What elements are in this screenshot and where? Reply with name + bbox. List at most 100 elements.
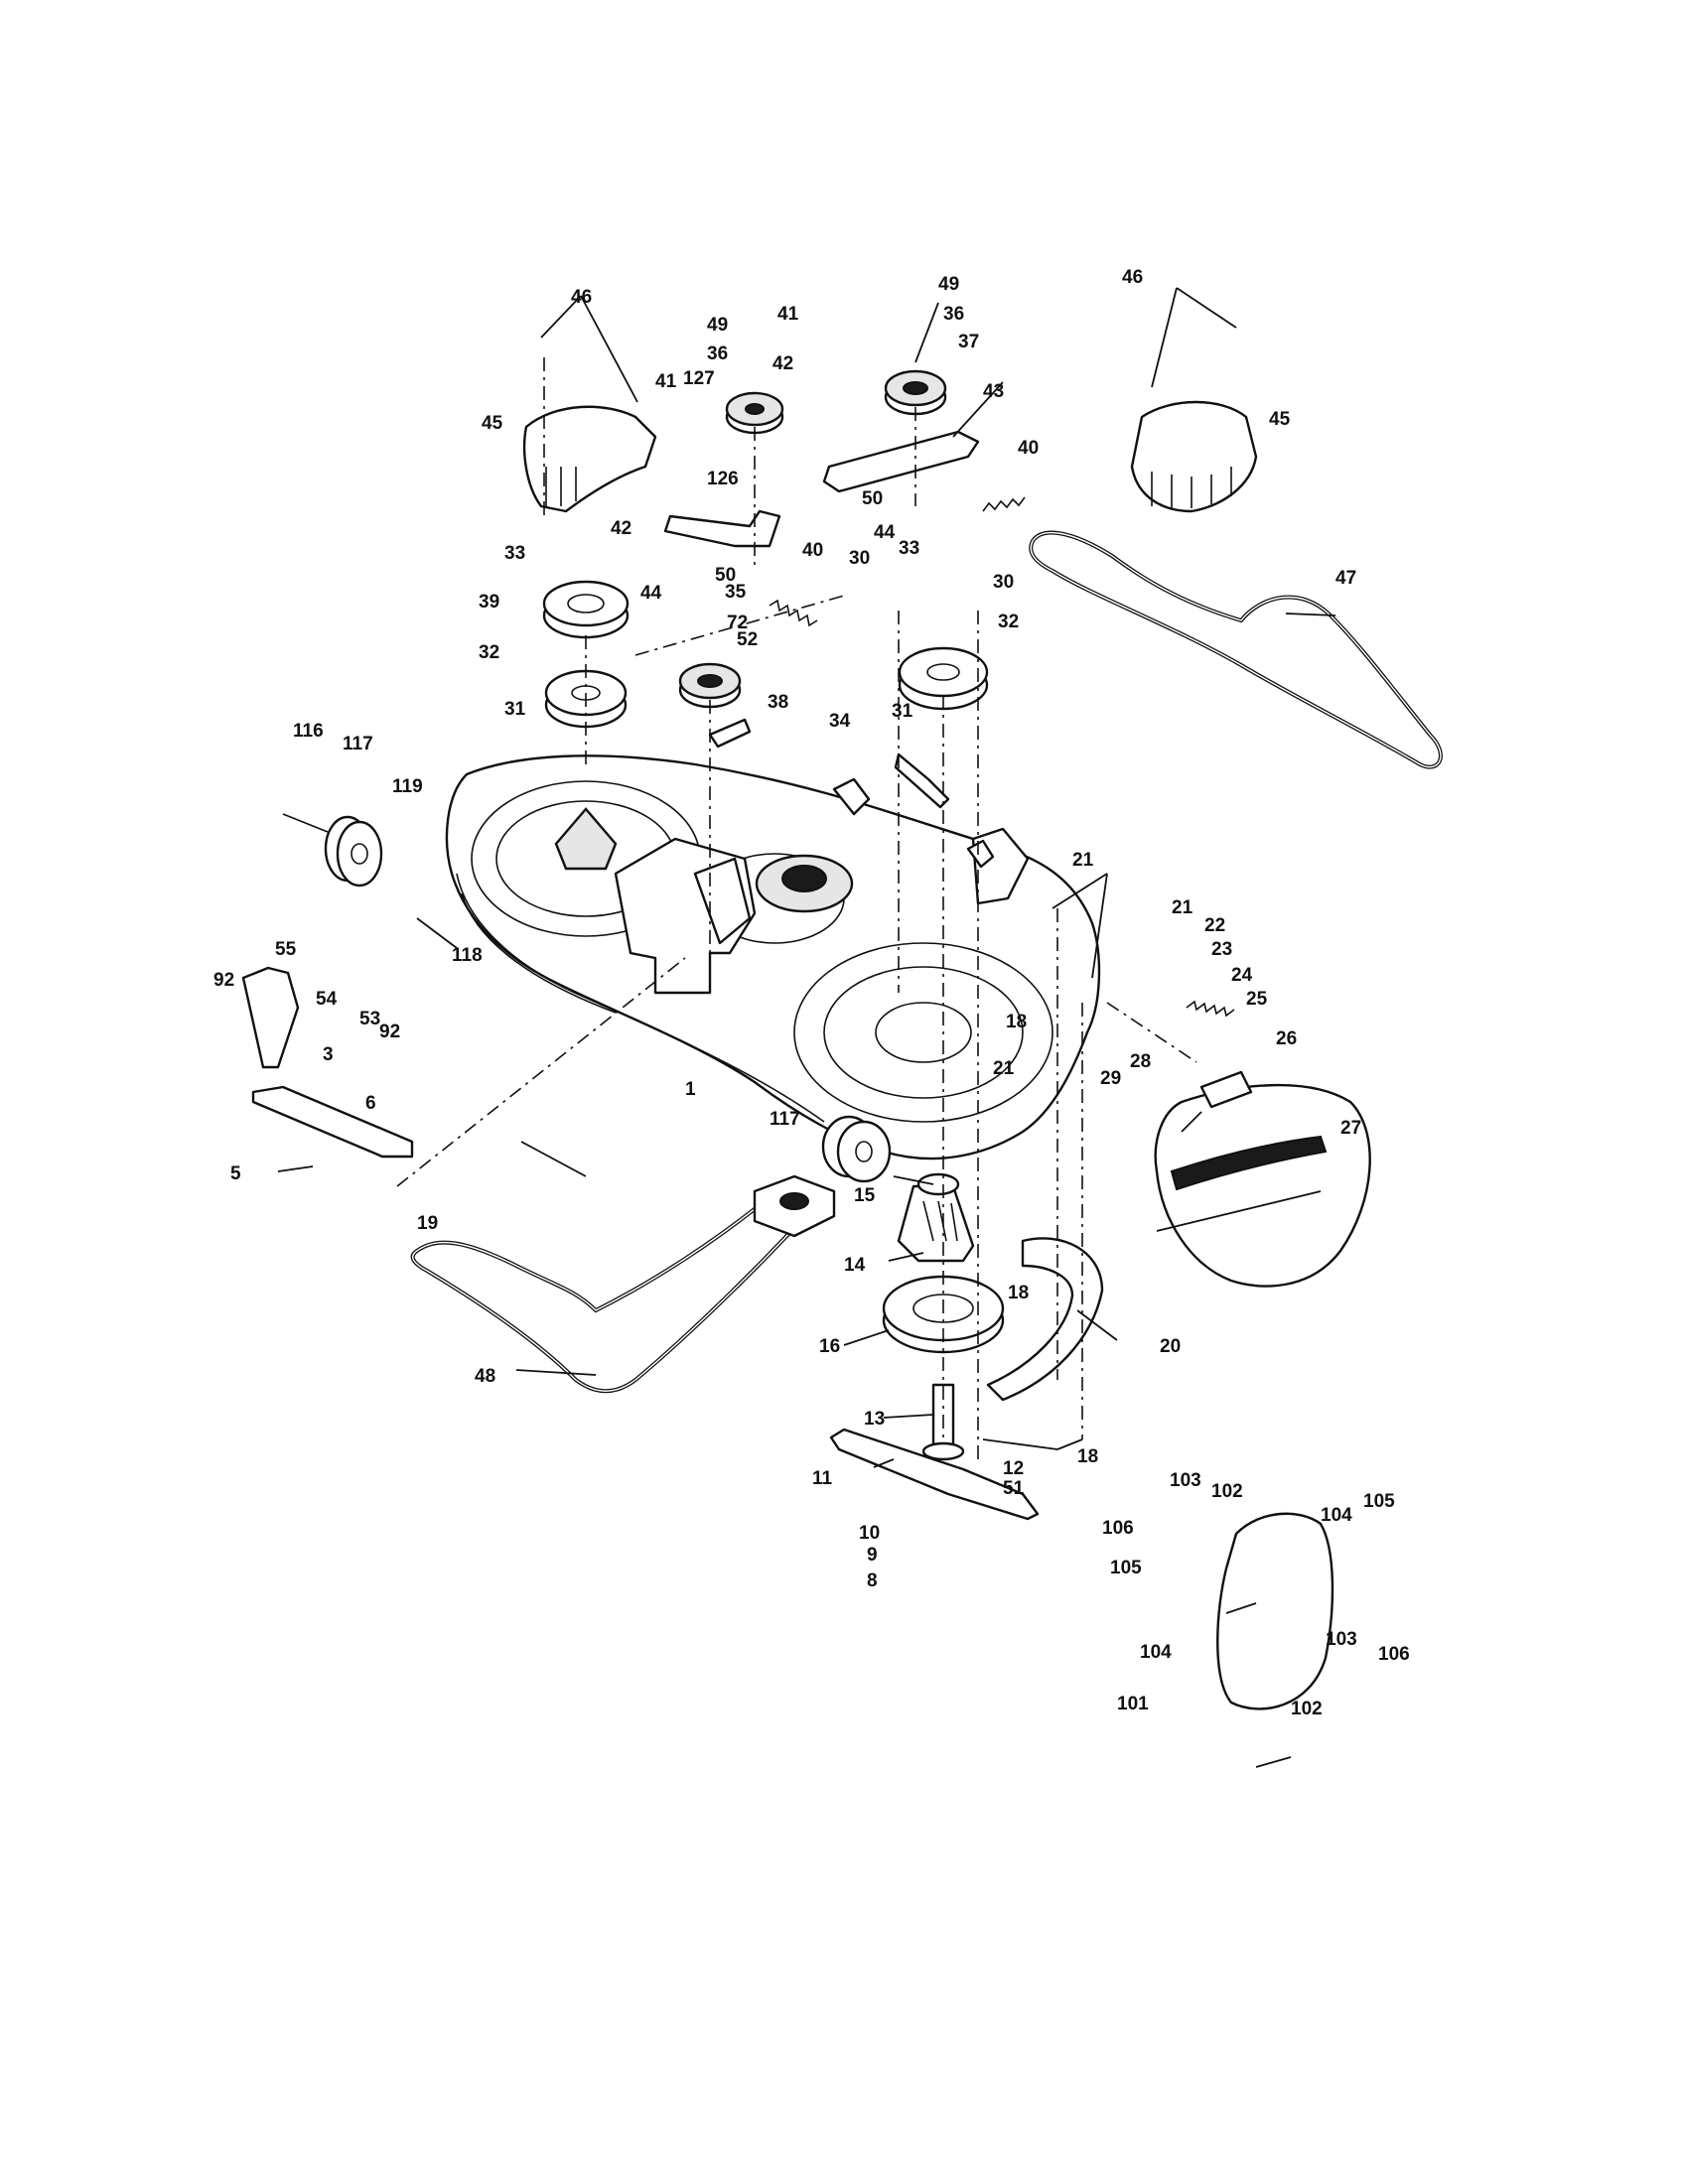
idler-arm-126 <box>663 509 781 548</box>
callout-9: 9 <box>867 1545 878 1566</box>
callout-117-right: 117 <box>770 1109 800 1130</box>
callout-40-left: 40 <box>802 540 823 561</box>
callout-8: 8 <box>867 1570 878 1591</box>
callout-14: 14 <box>844 1255 866 1276</box>
baffle-20 <box>986 1237 1104 1402</box>
callout-46-right: 46 <box>1122 267 1143 288</box>
callout-31-left: 31 <box>504 699 526 720</box>
callout-45-left: 45 <box>482 413 503 434</box>
callout-48: 48 <box>475 1366 495 1387</box>
callout-102-top: 102 <box>1211 1481 1243 1502</box>
callout-104-right: 104 <box>1321 1505 1352 1526</box>
callout-126: 126 <box>707 469 739 489</box>
belt-cover-left <box>522 405 657 513</box>
callout-38: 38 <box>768 692 788 713</box>
pulley-52 <box>678 662 742 709</box>
callout-39: 39 <box>479 592 499 613</box>
callout-54: 54 <box>316 989 338 1010</box>
callout-103-top: 103 <box>1170 1470 1201 1491</box>
callout-41-right: 41 <box>777 304 799 325</box>
callout-29: 29 <box>1100 1068 1121 1089</box>
callout-105-right: 105 <box>1363 1491 1395 1512</box>
mower-deck-housing <box>445 754 1101 1160</box>
spring-40-left <box>769 599 818 627</box>
callout-51: 51 <box>1003 1478 1025 1499</box>
callout-26: 26 <box>1276 1028 1297 1049</box>
bolt-116 <box>282 813 329 833</box>
callout-31-right: 31 <box>892 701 913 722</box>
callout-21-bottom: 21 <box>993 1058 1015 1079</box>
callout-27: 27 <box>1340 1118 1361 1139</box>
callout-15: 15 <box>854 1185 876 1206</box>
callout-19: 19 <box>417 1213 438 1234</box>
belt-cover-right <box>1130 400 1258 513</box>
callout-50-left: 50 <box>715 565 736 586</box>
callout-33-right: 33 <box>899 538 919 559</box>
pulley-127 <box>725 391 784 435</box>
callout-24: 24 <box>1231 965 1253 986</box>
callout-37: 37 <box>958 332 979 352</box>
callout-13: 13 <box>864 1409 885 1430</box>
callout-47: 47 <box>1335 568 1356 589</box>
discharge-chute <box>1154 1070 1371 1288</box>
callout-44-left: 44 <box>640 583 662 604</box>
pulley-37 <box>884 369 947 416</box>
mulch-door-101 <box>1216 1512 1334 1710</box>
alignment-lines <box>396 357 1197 1459</box>
callout-42-right: 42 <box>772 353 793 374</box>
blade-11 <box>829 1428 1040 1521</box>
callout-52: 52 <box>737 629 758 650</box>
pulley-32-right <box>898 646 989 711</box>
belt-48 <box>410 1193 812 1394</box>
callout-11: 11 <box>812 1468 833 1489</box>
callout-92-right: 92 <box>379 1022 400 1042</box>
callout-102-bottom: 102 <box>1291 1699 1323 1719</box>
callout-10: 10 <box>859 1523 880 1544</box>
spindle-housing-14 <box>897 1172 975 1263</box>
callout-49-right: 49 <box>938 274 959 295</box>
gauge-wheel-117-left <box>324 815 383 887</box>
callout-35: 35 <box>725 582 747 603</box>
callout-43: 43 <box>983 381 1004 402</box>
callout-41-left: 41 <box>655 371 677 392</box>
callout-28: 28 <box>1130 1051 1151 1072</box>
callout-25: 25 <box>1246 989 1268 1010</box>
callout-117-left: 117 <box>343 734 373 754</box>
callout-116: 116 <box>293 721 324 742</box>
callout-33-left: 33 <box>504 543 525 564</box>
callout-42-left: 42 <box>611 518 632 539</box>
spring-40-right <box>982 496 1026 512</box>
callout-36-left: 36 <box>707 343 728 364</box>
callout-34: 34 <box>829 711 851 732</box>
callout-18-mid: 18 <box>1008 1283 1029 1303</box>
callout-16: 16 <box>819 1336 840 1357</box>
callout-1: 1 <box>685 1079 696 1100</box>
callout-21-mid: 21 <box>1172 897 1193 918</box>
callout-32-right: 32 <box>998 612 1019 632</box>
hub-pulley-16-top <box>753 1174 836 1238</box>
bracket-34 <box>894 752 950 809</box>
callout-30-left: 30 <box>849 548 870 569</box>
callout-40-right: 40 <box>1018 438 1039 459</box>
callout-50-right: 50 <box>862 488 883 509</box>
callout-6: 6 <box>365 1093 376 1114</box>
callout-46-left: 46 <box>571 287 592 308</box>
callout-105-left: 105 <box>1110 1558 1142 1578</box>
bracket-38 <box>708 718 752 749</box>
callout-106-right: 106 <box>1378 1644 1410 1665</box>
callout-92-left: 92 <box>213 970 234 991</box>
callout-22: 22 <box>1204 915 1225 936</box>
front-link-6 <box>251 1085 414 1159</box>
callout-49-left: 49 <box>707 315 728 336</box>
callout-18-bottom: 18 <box>1077 1446 1098 1467</box>
callout-21-top: 21 <box>1072 850 1094 871</box>
callout-127: 127 <box>683 368 715 389</box>
callout-106-left: 106 <box>1102 1518 1134 1539</box>
front-bracket-3 <box>241 966 300 1069</box>
callout-118: 118 <box>452 945 483 966</box>
idler-arm-43 <box>822 430 980 493</box>
callout-104-left: 104 <box>1140 1642 1172 1663</box>
callout-3: 3 <box>323 1044 334 1065</box>
callout-18-top: 18 <box>1006 1012 1027 1032</box>
